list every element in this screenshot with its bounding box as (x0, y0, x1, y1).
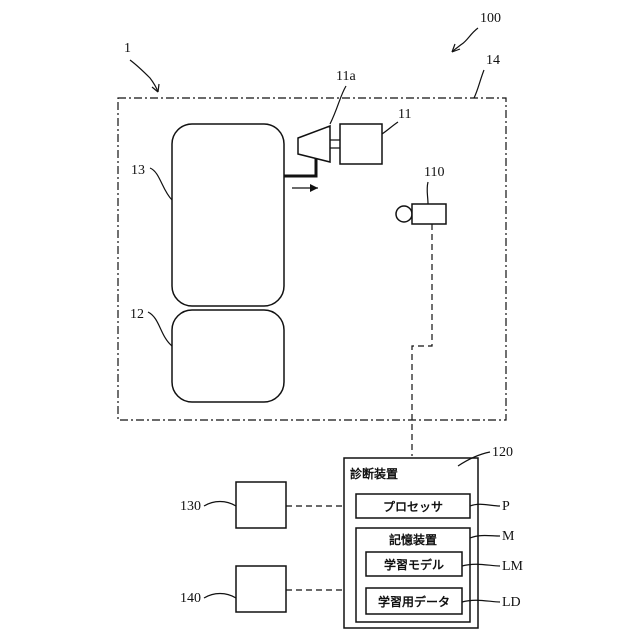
camera-lens (396, 206, 412, 222)
leader-110 (427, 182, 428, 204)
unit-11 (340, 124, 382, 164)
label-120: 120 (492, 445, 513, 460)
label-LD: LD (502, 595, 521, 610)
leader-11a (330, 86, 346, 124)
learned-model-label: 学習モデル (384, 557, 444, 572)
unit-13 (172, 124, 284, 306)
unit-11a (298, 126, 330, 162)
leader-13 (150, 168, 172, 200)
diagnostic-title: 診断装置 (350, 466, 398, 481)
shaft-11a-11 (330, 140, 340, 148)
label-12: 12 (130, 307, 144, 322)
unit-12 (172, 310, 284, 402)
leader-14 (474, 70, 484, 98)
processor-label: プロセッサ (383, 499, 443, 514)
leader-12 (148, 312, 172, 346)
flow-arrowhead (310, 184, 318, 192)
label-P: P (502, 499, 510, 514)
label-M: M (502, 529, 515, 544)
label-11a: 11a (336, 69, 356, 84)
label-110: 110 (424, 165, 444, 180)
label-13: 13 (131, 163, 145, 178)
leader-140 (204, 594, 236, 599)
label-LM: LM (502, 559, 524, 574)
leader-100 (452, 28, 478, 52)
label-1: 1 (124, 41, 131, 56)
label-11: 11 (398, 107, 411, 122)
leader-1 (130, 60, 158, 92)
label-14: 14 (486, 53, 500, 68)
label-140: 140 (180, 591, 201, 606)
link-camera-diagnostic (412, 224, 432, 456)
label-100: 100 (480, 11, 501, 26)
memory-label: 記憶装置 (389, 532, 437, 547)
training-data-label: 学習用データ (378, 594, 450, 609)
leader-11 (382, 122, 398, 134)
label-130: 130 (180, 499, 201, 514)
pipe-13-11a (284, 156, 316, 176)
leader-130 (204, 502, 236, 507)
device-140 (236, 566, 286, 612)
camera-body (412, 204, 446, 224)
device-130 (236, 482, 286, 528)
